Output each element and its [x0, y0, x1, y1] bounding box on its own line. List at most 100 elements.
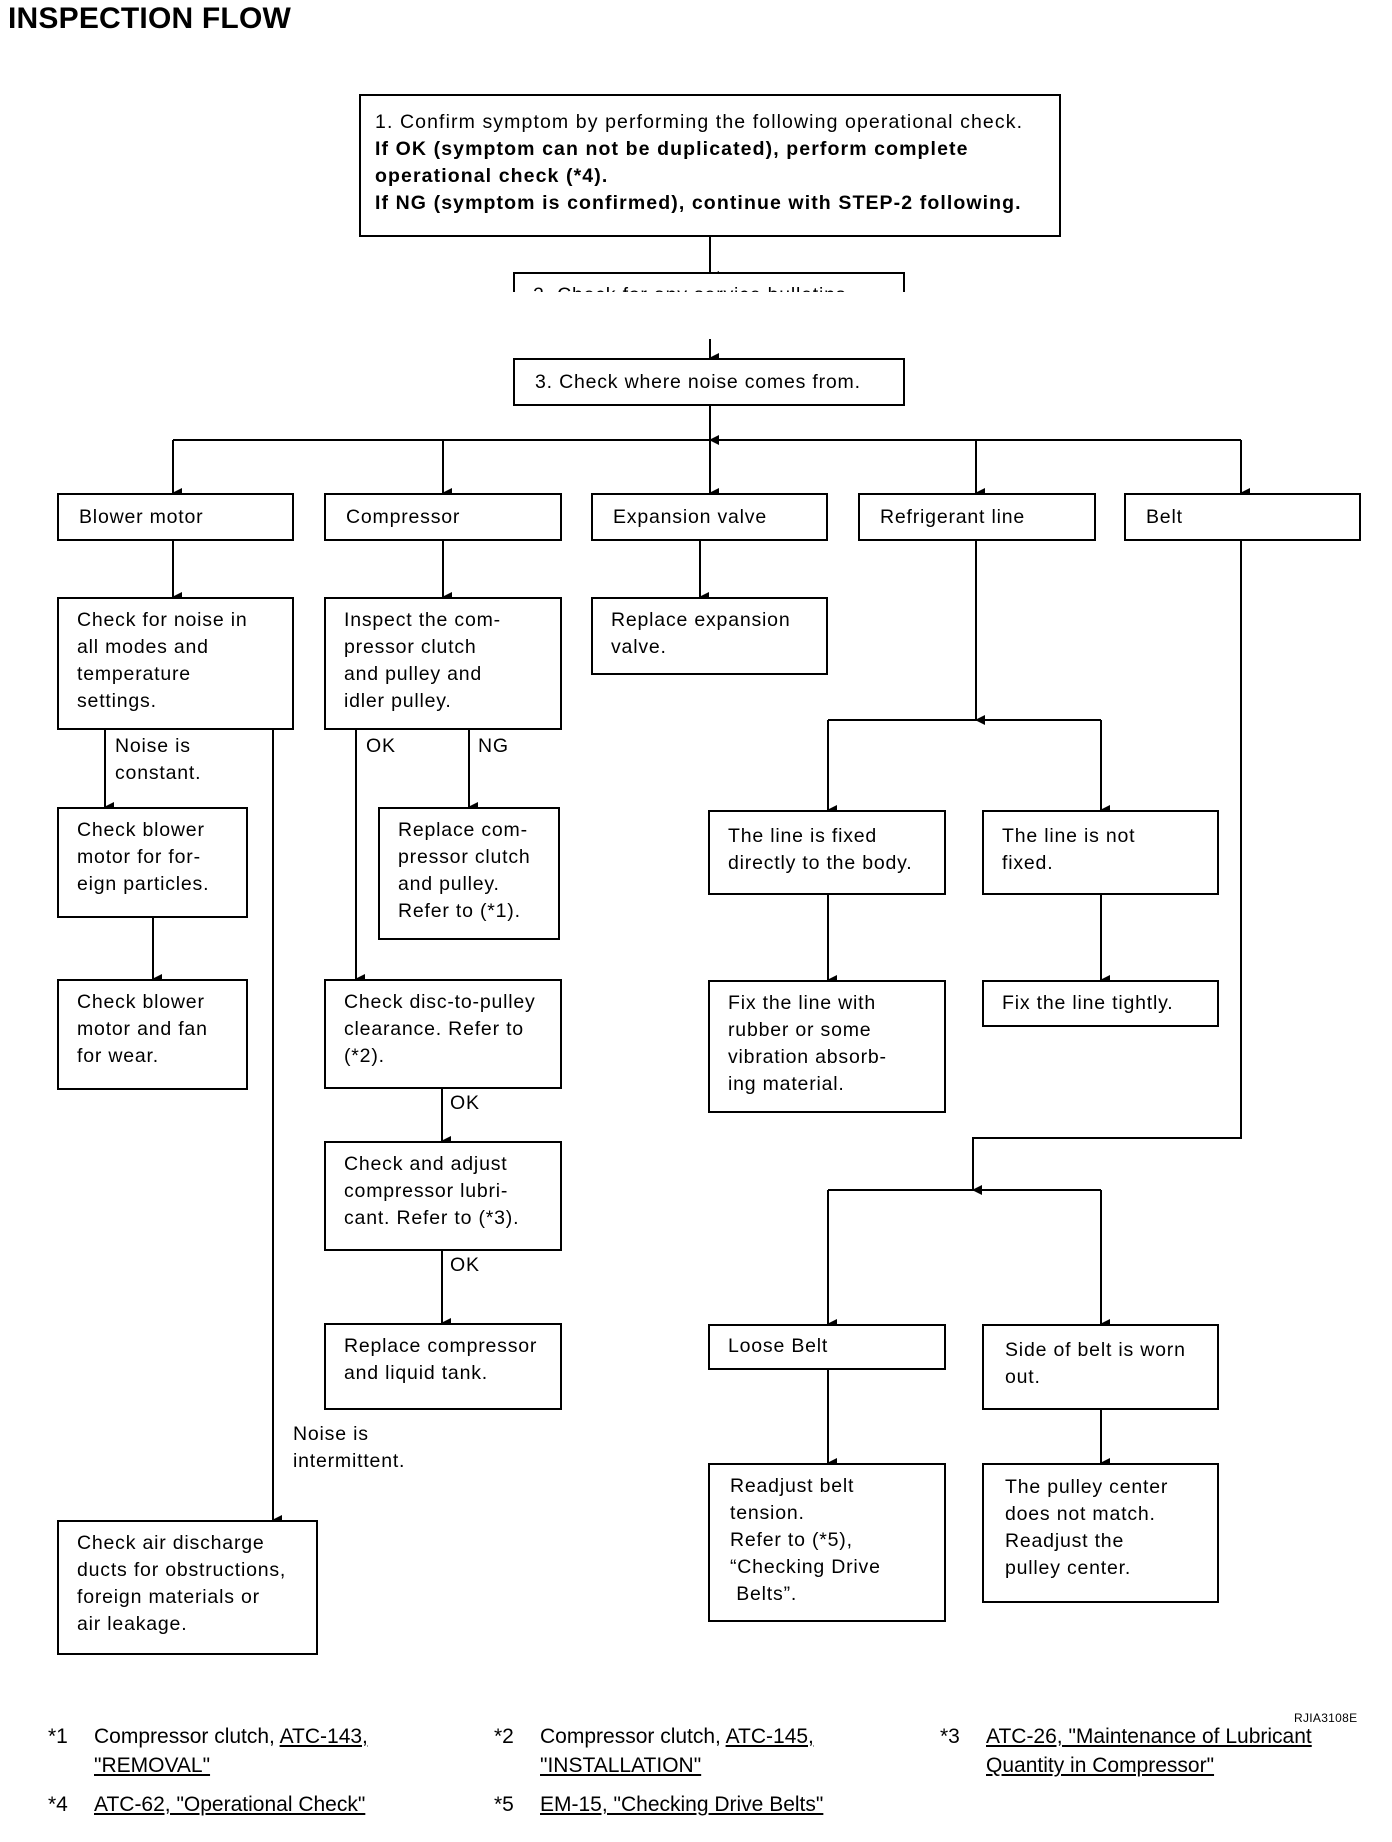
box-line: Check for noise in [77, 609, 248, 631]
reference-text: ATC-62, "Operational Check" [94, 1790, 365, 1819]
reference-link[interactable]: "INSTALLATION" [540, 1754, 702, 1777]
reference-link[interactable]: ATC-62, "Operational Check" [94, 1793, 366, 1816]
step1-line: If OK (symptom can not be duplicated), p… [375, 138, 969, 160]
compressor-ng-label: NG [478, 735, 509, 757]
refrigerant-line-not-fixed: The line is not fixed. [982, 810, 1219, 895]
box-line: rubber or some [728, 1019, 872, 1041]
reference-link[interactable]: "REMOVAL" [94, 1754, 211, 1777]
box-line: settings. [77, 690, 157, 712]
reference-link[interactable]: EM-15, "Checking Drive Belts" [540, 1793, 824, 1816]
refrigerant-fix-tight: Fix the line tightly. [982, 980, 1219, 1027]
box-line: Replace compressor [344, 1335, 538, 1357]
step3-box: 3. Check where noise comes from. [513, 358, 905, 406]
refrigerant-fix-rubber: Fix the line with rubber or some vibrati… [708, 980, 946, 1113]
box-line: foreign materials or [77, 1586, 260, 1608]
box-line: cant. Refer to (*3). [344, 1207, 520, 1229]
box-line: tension. [730, 1502, 805, 1524]
figure-code: RJIA3108E [1294, 1711, 1358, 1725]
reference-3: *3 ATC-26, "Maintenance of Lubricant Qua… [940, 1722, 1360, 1782]
box-line: Side of belt is worn [1005, 1339, 1186, 1361]
reference-text: Compressor clutch, ATC-145, "INSTALLATIO… [540, 1722, 814, 1780]
reference-link[interactable]: Quantity in Compressor" [986, 1754, 1215, 1777]
box-line: Belts”. [730, 1583, 798, 1605]
reference-number: *4 [48, 1793, 68, 1816]
box-line: Check air discharge [77, 1532, 265, 1554]
belt-loose: Loose Belt [708, 1324, 946, 1370]
box-line: for wear. [77, 1045, 159, 1067]
reference-link[interactable]: ATC-145, [725, 1725, 814, 1748]
box-line: Check blower [77, 991, 205, 1013]
box-line: pressor clutch [344, 636, 477, 658]
source-label: Belt [1146, 506, 1183, 528]
box-line: Readjust belt [730, 1475, 855, 1497]
source-label: Expansion valve [613, 506, 768, 528]
box-line: The pulley center [1005, 1476, 1169, 1498]
compressor-ok-label: OK [366, 735, 396, 757]
step2-clip: 2. Check for any service bulletins. [513, 272, 905, 292]
box-line: Refer to (*5), [730, 1529, 853, 1551]
reference-number: *1 [48, 1725, 68, 1748]
box-line: ing material. [728, 1073, 845, 1095]
reference-2: *2 Compressor clutch, ATC-145, "INSTALLA… [494, 1722, 894, 1782]
box-line: and pulley. [398, 873, 500, 895]
box-line: compressor lubri- [344, 1180, 509, 1202]
belt-readjust-tension: Readjust belt tension. Refer to (*5), “C… [708, 1463, 946, 1622]
box-line: Check blower [77, 819, 205, 841]
reference-4: *4 ATC-62, "Operational Check" [48, 1790, 448, 1820]
reference-5: *5 EM-15, "Checking Drive Belts" [494, 1790, 894, 1820]
reference-plain: Compressor clutch, [94, 1725, 280, 1748]
reference-link[interactable]: ATC-143, [279, 1725, 368, 1748]
compressor-replace: Replace compressor and liquid tank. [324, 1323, 562, 1410]
box-line: all modes and [77, 636, 209, 658]
box-line: “Checking Drive [730, 1556, 881, 1578]
compressor-check-clearance: Check disc-to-pulley clearance. Refer to… [324, 979, 562, 1089]
box-line: motor and fan [77, 1018, 208, 1040]
box-line: eign particles. [77, 873, 210, 895]
noise-intermittent-label: Noise is intermittent. [293, 1421, 405, 1475]
box-line: Inspect the com- [344, 609, 501, 631]
box-line: Check disc-to-pulley [344, 991, 536, 1013]
label-line: constant. [115, 762, 202, 784]
reference-text: Compressor clutch, ATC-143, "REMOVAL" [94, 1722, 368, 1780]
reference-number: *3 [940, 1725, 960, 1748]
blower-check-noise: Check for noise in all modes and tempera… [57, 597, 294, 730]
box-line: and pulley and [344, 663, 483, 685]
source-blower-motor: Blower motor [57, 493, 294, 541]
box-line: Replace com- [398, 819, 528, 841]
blower-check-particles: Check blower motor for for- eign particl… [57, 807, 248, 918]
reference-1: *1 Compressor clutch, ATC-143, "REMOVAL" [48, 1722, 448, 1782]
box-line: Loose Belt [728, 1335, 829, 1357]
label-line: intermittent. [293, 1450, 406, 1472]
reference-text: EM-15, "Checking Drive Belts" [540, 1790, 823, 1819]
box-line: temperature [77, 663, 191, 685]
label-line: Noise is [293, 1423, 369, 1445]
reference-number: *5 [494, 1793, 514, 1816]
box-line: pressor clutch [398, 846, 531, 868]
step1-box: 1. Confirm symptom by performing the fol… [359, 94, 1061, 237]
step2-text: 2. Check for any service bulletins. [533, 282, 885, 292]
reference-link[interactable]: ATC-26, "Maintenance of Lubricant [986, 1725, 1312, 1748]
box-line: Fix the line with [728, 992, 876, 1014]
box-line: does not match. [1005, 1503, 1156, 1525]
blower-check-wear: Check blower motor and fan for wear. [57, 979, 248, 1090]
source-label: Compressor [346, 506, 461, 528]
step3-text: 3. Check where noise comes from. [535, 371, 861, 393]
page-title: INSPECTION FLOW [8, 2, 291, 35]
box-line: pulley center. [1005, 1557, 1132, 1579]
clearance-ok-label: OK [450, 1092, 480, 1114]
compressor-inspect: Inspect the com- pressor clutch and pull… [324, 597, 562, 730]
expansion-replace: Replace expansion valve. [591, 597, 828, 675]
reference-plain: Compressor clutch, [540, 1725, 726, 1748]
box-line: fixed. [1002, 852, 1054, 874]
box-line: motor for for- [77, 846, 201, 868]
reference-number: *2 [494, 1725, 514, 1748]
box-line: air leakage. [77, 1613, 188, 1635]
source-compressor: Compressor [324, 493, 562, 541]
box-line: Readjust the [1005, 1530, 1125, 1552]
box-line: vibration absorb- [728, 1046, 887, 1068]
box-line: Fix the line tightly. [1002, 992, 1174, 1014]
source-expansion-valve: Expansion valve [591, 493, 828, 541]
source-label: Refrigerant line [880, 506, 1026, 528]
source-refrigerant-line: Refrigerant line [858, 493, 1096, 541]
